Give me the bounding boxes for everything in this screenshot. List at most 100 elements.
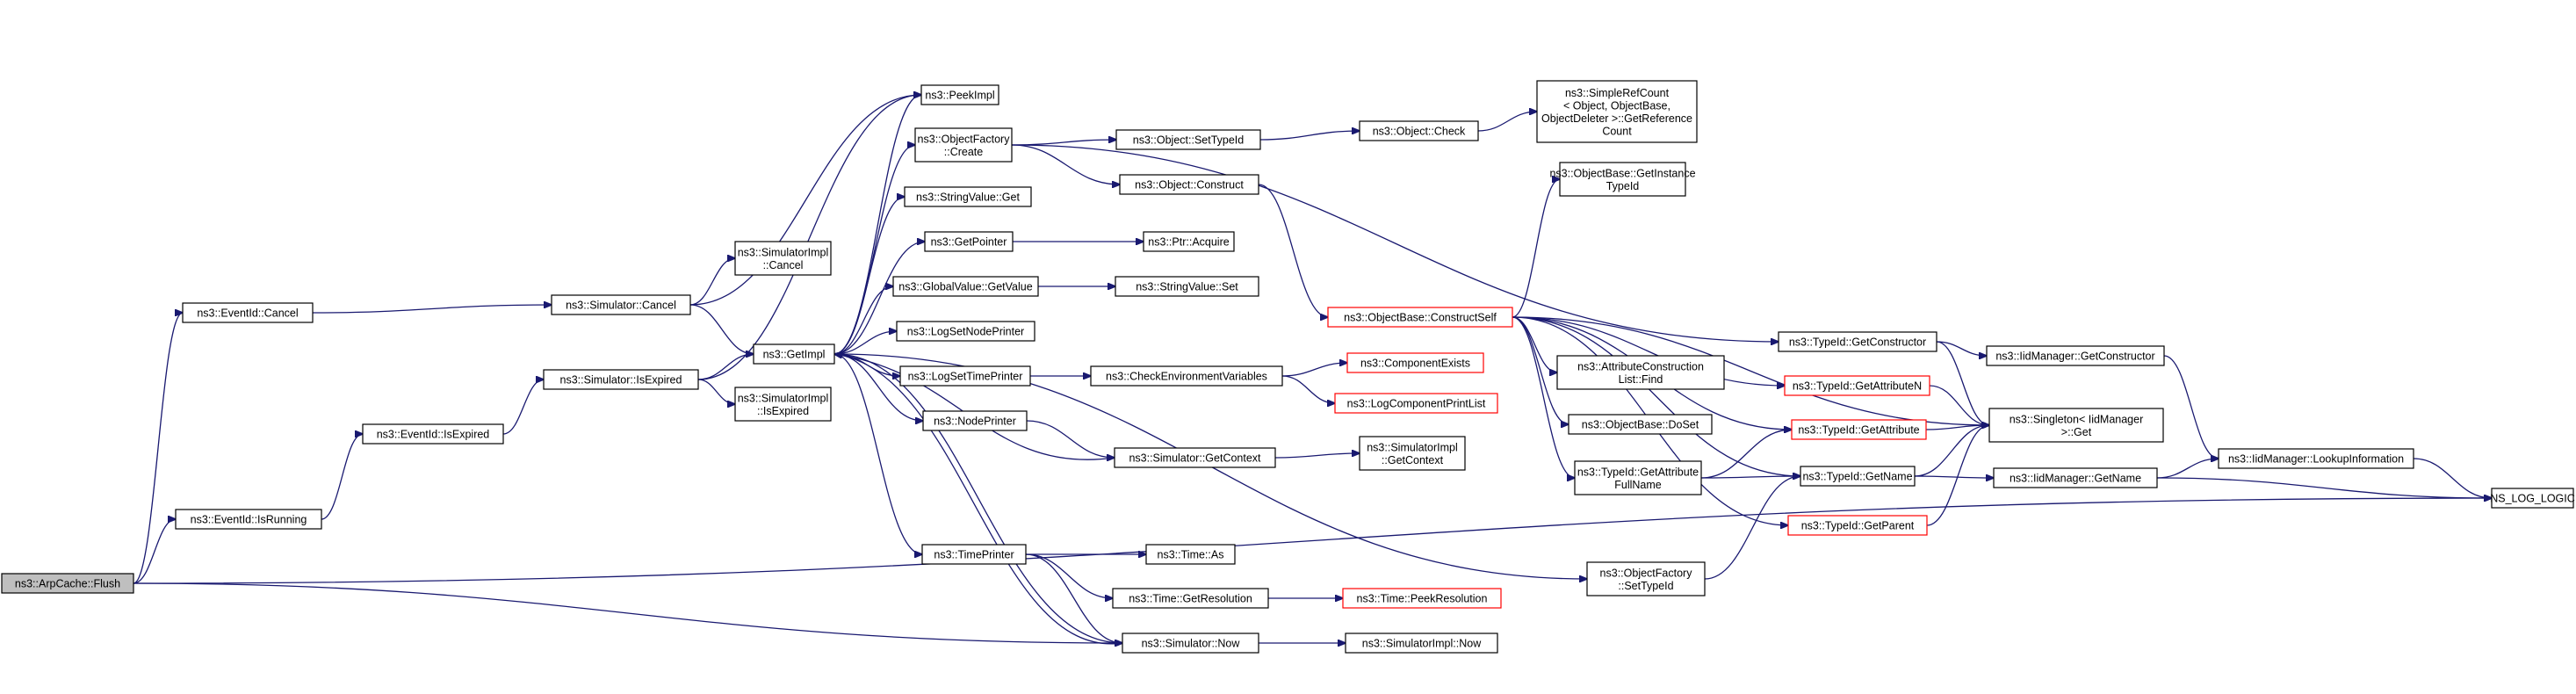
node-cancel[interactable]: ns3::EventId::Cancel (182, 302, 314, 323)
node-simplerefcount[interactable]: ns3::SimpleRefCount< Object, ObjectBase,… (1536, 80, 1698, 143)
node-box (1112, 588, 1269, 609)
node-box (1993, 467, 2158, 488)
node-timepeekres[interactable]: ns3::Time::PeekResolution (1342, 588, 1502, 609)
node-implcancel[interactable]: ns3::SimulatorImpl::Cancel (734, 241, 832, 276)
node-label: ns3::StringValue::Get (916, 192, 1020, 204)
node-logsetnode[interactable]: ns3::LogSetNodePrinter (896, 321, 1035, 342)
node-tidgetctor[interactable]: ns3::TypeId::GetConstructor (1778, 331, 1937, 352)
edge-constructself-to-tidgetname (1512, 316, 1800, 476)
node-label: ns3::Simulator::IsExpired (560, 374, 682, 387)
node-iidgetctor[interactable]: ns3::IidManager::GetConstructor (1986, 345, 2165, 366)
edge-evexpired-to-simisexp (502, 380, 544, 435)
node-simisexp[interactable]: ns3::Simulator::IsExpired (543, 369, 699, 390)
node-doset[interactable]: ns3::ObjectBase::DoSet (1568, 414, 1713, 435)
node-tidgetparent[interactable]: ns3::TypeId::GetParent (1787, 515, 1928, 536)
edge-checkenv-to-compexists (1281, 363, 1347, 377)
node-simgetctx[interactable]: ns3::Simulator::GetContext (1114, 447, 1276, 468)
node-ptracq[interactable]: ns3::Ptr::Acquire (1143, 231, 1235, 252)
node-isrunning[interactable]: ns3::EventId::IsRunning (175, 509, 322, 530)
node-simnow[interactable]: ns3::Simulator::Now (1122, 633, 1259, 654)
node-singleton[interactable]: ns3::Singleton< IidManager >::Get (1988, 408, 2164, 443)
node-objcheck[interactable]: ns3::Object::Check (1359, 120, 1479, 141)
node-box (1778, 331, 1937, 352)
node-implisexp[interactable]: ns3::SimulatorImpl::IsExpired (734, 387, 832, 422)
node-box (1359, 436, 1466, 471)
node-tidgetattrn[interactable]: ns3::TypeId::GetAttributeN (1784, 375, 1930, 396)
edge-simcancel-to-getimpl (689, 304, 754, 354)
edge-simgetctx-to-implgetctx (1274, 453, 1360, 459)
node-label: ns3::PeekImpl (925, 90, 994, 102)
node-iidgetname[interactable]: ns3::IidManager::GetName (1993, 467, 2158, 488)
node-getpointer[interactable]: ns3::GetPointer (924, 231, 1014, 252)
node-logcomplist[interactable]: ns3::LogComponentPrintList (1334, 393, 1498, 414)
node-settypeid[interactable]: ns3::Object::SetTypeId (1115, 129, 1261, 150)
edge-tidgetctor-to-singleton (1936, 341, 1989, 425)
node-box (182, 302, 314, 323)
node-label: ns3::GetImpl (763, 349, 826, 361)
node-timeprinter[interactable]: ns3::TimePrinter (921, 544, 1027, 565)
node-label: TypeId (1606, 180, 1640, 192)
node-gvget[interactable]: ns3::GlobalValue::GetValue (892, 276, 1039, 297)
node-flush[interactable]: ns3::ArpCache::Flush (1, 573, 134, 594)
edge-getimpl-to-simnow (833, 353, 1122, 643)
node-label: ns3::ObjectFactory (918, 133, 1011, 145)
node-label: ns3::TypeId::GetName (1802, 471, 1912, 483)
node-label: ns3::LogSetTimePrinter (908, 371, 1023, 383)
node-label: ns3::TypeId::GetAttribute (1577, 466, 1699, 478)
edge-tidgetattrn-to-singleton (1929, 385, 1989, 425)
edge-getimpl-to-getpointer (833, 242, 925, 355)
node-evexpired[interactable]: ns3::EventId::IsExpired (362, 423, 504, 445)
node-label: ns3::TypeId::GetAttribute (1798, 424, 1919, 437)
edge-tidgetattrfull-to-tidgetattr (1700, 430, 1792, 479)
node-constructself[interactable]: ns3::ObjectBase::ConstructSelf (1327, 307, 1513, 328)
node-implgetctx[interactable]: ns3::SimulatorImpl::GetContext (1359, 436, 1466, 471)
node-tidgetattr[interactable]: ns3::TypeId::GetAttribute (1791, 419, 1927, 440)
node-stringset[interactable]: ns3::StringValue::Set (1115, 276, 1259, 297)
node-ofsettid[interactable]: ns3::ObjectFactory::SetTypeId (1586, 561, 1706, 596)
node-nodeprinter[interactable]: ns3::NodePrinter (922, 410, 1028, 431)
edge-tidgetname-to-singleton (1914, 425, 1989, 477)
node-timegetres[interactable]: ns3::Time::GetResolution (1112, 588, 1269, 609)
node-label: ns3::Simulator::Now (1142, 638, 1241, 650)
node-nslog[interactable]: NS_LOG_LOGIC (2490, 488, 2575, 509)
node-box (734, 241, 832, 276)
node-label: ns3::SimulatorImpl (738, 392, 829, 404)
node-lookup[interactable]: ns3::IidManager::LookupInformation (2218, 448, 2414, 469)
node-box (1787, 515, 1928, 536)
node-simcancel[interactable]: ns3::Simulator::Cancel (551, 294, 691, 315)
node-compexists[interactable]: ns3::ComponentExists (1346, 352, 1484, 373)
node-ofcreate[interactable]: ns3::ObjectFactory::Create (914, 127, 1013, 163)
node-implnow[interactable]: ns3::SimulatorImpl::Now (1345, 633, 1498, 654)
node-label: ns3::Object::Construct (1135, 179, 1244, 192)
node-box (734, 387, 832, 422)
edge-ofcreate-to-settypeid (1011, 140, 1116, 146)
node-box (922, 410, 1028, 431)
node-box (551, 294, 691, 315)
node-label: ns3::AttributeConstruction (1577, 360, 1704, 372)
node-getimpl[interactable]: ns3::GetImpl (753, 343, 835, 365)
edge-constructself-to-tidgetattrfull (1512, 316, 1575, 478)
node-box (1342, 588, 1502, 609)
node-construct[interactable]: ns3::Object::Construct (1119, 174, 1259, 195)
edge-flush-to-nslog (133, 498, 2492, 584)
node-label: ns3::Simulator::Cancel (566, 300, 676, 312)
edge-ofcreate-to-tidgetctor (1011, 144, 1779, 342)
node-stringget[interactable]: ns3::StringValue::Get (904, 186, 1032, 207)
edge-constructself-to-acfind (1512, 316, 1557, 372)
node-box (892, 276, 1039, 297)
node-label: ns3::ArpCache::Flush (15, 578, 120, 590)
node-checkenv[interactable]: ns3::CheckEnvironmentVariables (1090, 365, 1283, 387)
node-box (1327, 307, 1513, 328)
node-tidgetname[interactable]: ns3::TypeId::GetName (1800, 466, 1916, 487)
node-label: ns3::EventId::Cancel (197, 307, 298, 320)
node-label: ::IsExpired (757, 405, 809, 417)
node-label: ns3::Time::As (1158, 549, 1224, 561)
node-label: >::Get (2061, 426, 2092, 438)
node-box (1115, 276, 1259, 297)
node-logsettime[interactable]: ns3::LogSetTimePrinter (899, 365, 1031, 387)
node-peekimpl[interactable]: ns3::PeekImpl (920, 84, 999, 105)
node-timeas[interactable]: ns3::Time::As (1145, 544, 1236, 565)
